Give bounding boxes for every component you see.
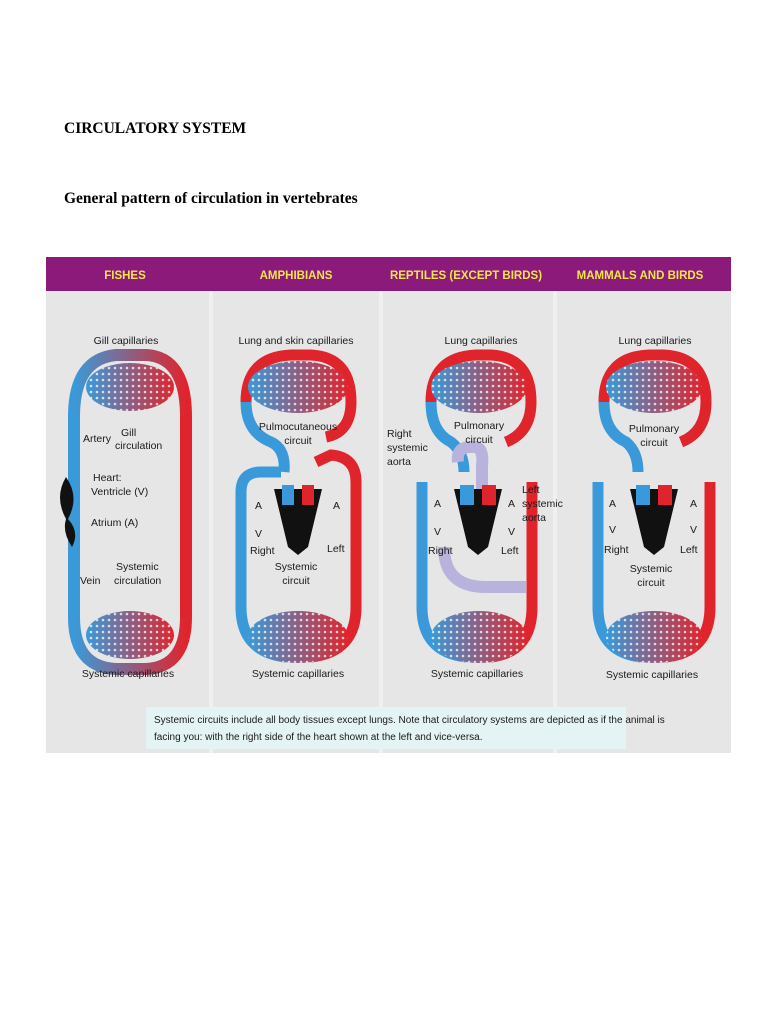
label-v-left: V xyxy=(255,528,262,540)
label-atrium: Atrium (A) xyxy=(91,517,138,529)
label-systemic-capillaries: Systemic capillaries xyxy=(606,669,698,681)
header-band xyxy=(46,257,731,291)
panel-reptiles: Lung capillaries Right systemic aorta Pu… xyxy=(387,335,563,680)
panel-header-reptiles: REPTILES (EXCEPT BIRDS) xyxy=(390,270,542,282)
label-right-aorta-1: Right xyxy=(387,428,412,440)
label-pulmonary-circuit-1: Pulmonary xyxy=(454,420,505,432)
label-v-left: V xyxy=(434,526,441,538)
label-right: Right xyxy=(250,545,275,557)
label-systemic-circulation-2: circulation xyxy=(114,575,161,587)
label-vein: Vein xyxy=(80,575,101,587)
label-v-right: V xyxy=(508,526,515,538)
label-right-aorta-3: aorta xyxy=(387,456,411,468)
label-a-left: A xyxy=(434,498,441,510)
label-left-aorta-3: aorta xyxy=(522,512,546,524)
label-v-right: V xyxy=(690,524,697,536)
document-subtitle: General pattern of circulation in verteb… xyxy=(64,190,358,207)
label-systemic-circuit-2: circuit xyxy=(637,577,665,589)
label-lung-skin-capillaries: Lung and skin capillaries xyxy=(239,335,354,347)
panel-amphibians: Lung and skin capillaries Pulmocutaneous… xyxy=(235,335,362,680)
label-gill-circulation-2: circulation xyxy=(115,440,162,452)
label-heart: Heart: xyxy=(93,472,122,484)
panel-header-amphibians: AMPHIBIANS xyxy=(260,270,333,282)
label-systemic-circuit-1: Systemic xyxy=(630,563,673,575)
label-lung-capillaries: Lung capillaries xyxy=(619,335,692,347)
label-pulmocutaneous-2: circuit xyxy=(284,435,312,447)
label-gill-capillaries: Gill capillaries xyxy=(94,335,159,347)
label-systemic-capillaries: Systemic capillaries xyxy=(431,668,523,680)
label-right: Right xyxy=(604,544,629,556)
label-gill-circulation-1: Gill xyxy=(121,427,136,439)
label-left: Left xyxy=(501,545,519,557)
label-left: Left xyxy=(680,544,698,556)
label-a-left: A xyxy=(255,500,262,512)
reptile-heart xyxy=(454,489,502,555)
panel-header-mammals-birds: MAMMALS AND BIRDS xyxy=(577,270,704,282)
document-title: CIRCULATORY SYSTEM xyxy=(64,120,247,137)
label-left-aorta-1: Left xyxy=(522,484,540,496)
label-a-right: A xyxy=(690,498,697,510)
label-right: Right xyxy=(428,545,453,557)
label-artery: Artery xyxy=(83,433,112,445)
mammal-heart xyxy=(630,489,678,555)
amphibian-heart xyxy=(274,489,322,555)
label-right-aorta-2: systemic xyxy=(387,442,428,454)
label-systemic-circuit-2: circuit xyxy=(282,575,310,587)
label-a-right: A xyxy=(508,498,515,510)
label-systemic-circuit-1: Systemic xyxy=(275,561,318,573)
label-systemic-circulation-1: Systemic xyxy=(116,561,159,573)
circulation-diagram: FISHES AMPHIBIANS REPTILES (EXCEPT BIRDS… xyxy=(46,257,731,753)
label-a-left: A xyxy=(609,498,616,510)
panel-mammals-birds: Lung capillaries Pulmonary circuit A A V… xyxy=(592,335,716,681)
label-left: Left xyxy=(327,543,345,555)
label-lung-capillaries: Lung capillaries xyxy=(445,335,518,347)
label-a-right: A xyxy=(333,500,340,512)
caption-line-1: Systemic circuits include all body tissu… xyxy=(154,715,665,726)
label-systemic-capillaries: Systemic capillaries xyxy=(252,668,344,680)
label-v-left: V xyxy=(609,524,616,536)
label-pulmonary-circuit-2: circuit xyxy=(465,434,493,446)
label-left-aorta-2: systemic xyxy=(522,498,563,510)
label-pulmocutaneous-1: Pulmocutaneous xyxy=(259,421,337,433)
panel-fishes: Gill capillaries Artery Gill circulation… xyxy=(60,335,192,680)
label-pulmonary-circuit-1: Pulmonary xyxy=(629,423,680,435)
fish-heart xyxy=(60,477,76,547)
label-systemic-capillaries: Systemic capillaries xyxy=(82,668,174,680)
label-pulmonary-circuit-2: circuit xyxy=(640,437,668,449)
caption-box xyxy=(146,707,626,749)
panel-header-fishes: FISHES xyxy=(104,270,146,282)
label-ventricle: Ventricle (V) xyxy=(91,486,148,498)
circulation-figure: FISHES AMPHIBIANS REPTILES (EXCEPT BIRDS… xyxy=(46,257,731,753)
caption-line-2: facing you: with the right side of the h… xyxy=(154,732,483,743)
